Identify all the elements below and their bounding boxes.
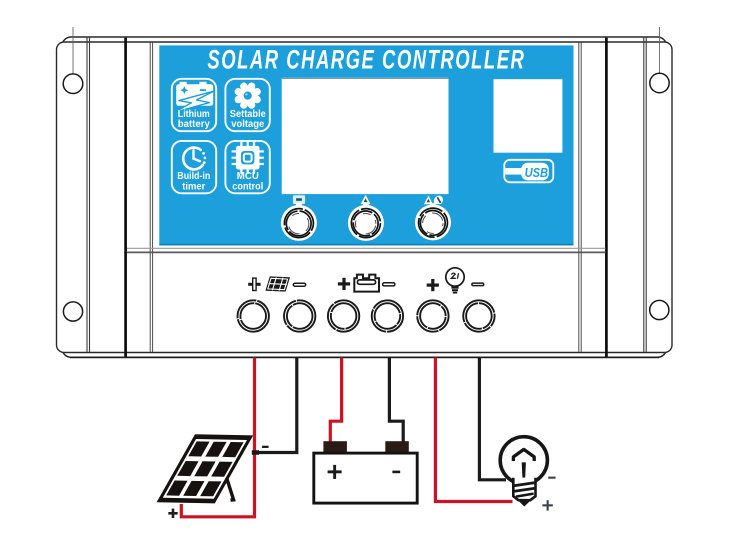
svg-text:SOLAR CHARGE CONTROLLER: SOLAR CHARGE CONTROLLER: [207, 45, 525, 75]
svg-text:Settable: Settable: [230, 109, 266, 120]
svg-text:voltage: voltage: [231, 119, 264, 130]
svg-text:Build-in: Build-in: [177, 171, 210, 182]
svg-text:control: control: [232, 182, 263, 193]
svg-text:USB: USB: [525, 165, 549, 180]
svg-text:Lithium: Lithium: [178, 109, 210, 120]
svg-text:MCU: MCU: [237, 171, 259, 182]
svg-text:timer: timer: [182, 182, 205, 193]
svg-text:battery: battery: [178, 119, 210, 130]
